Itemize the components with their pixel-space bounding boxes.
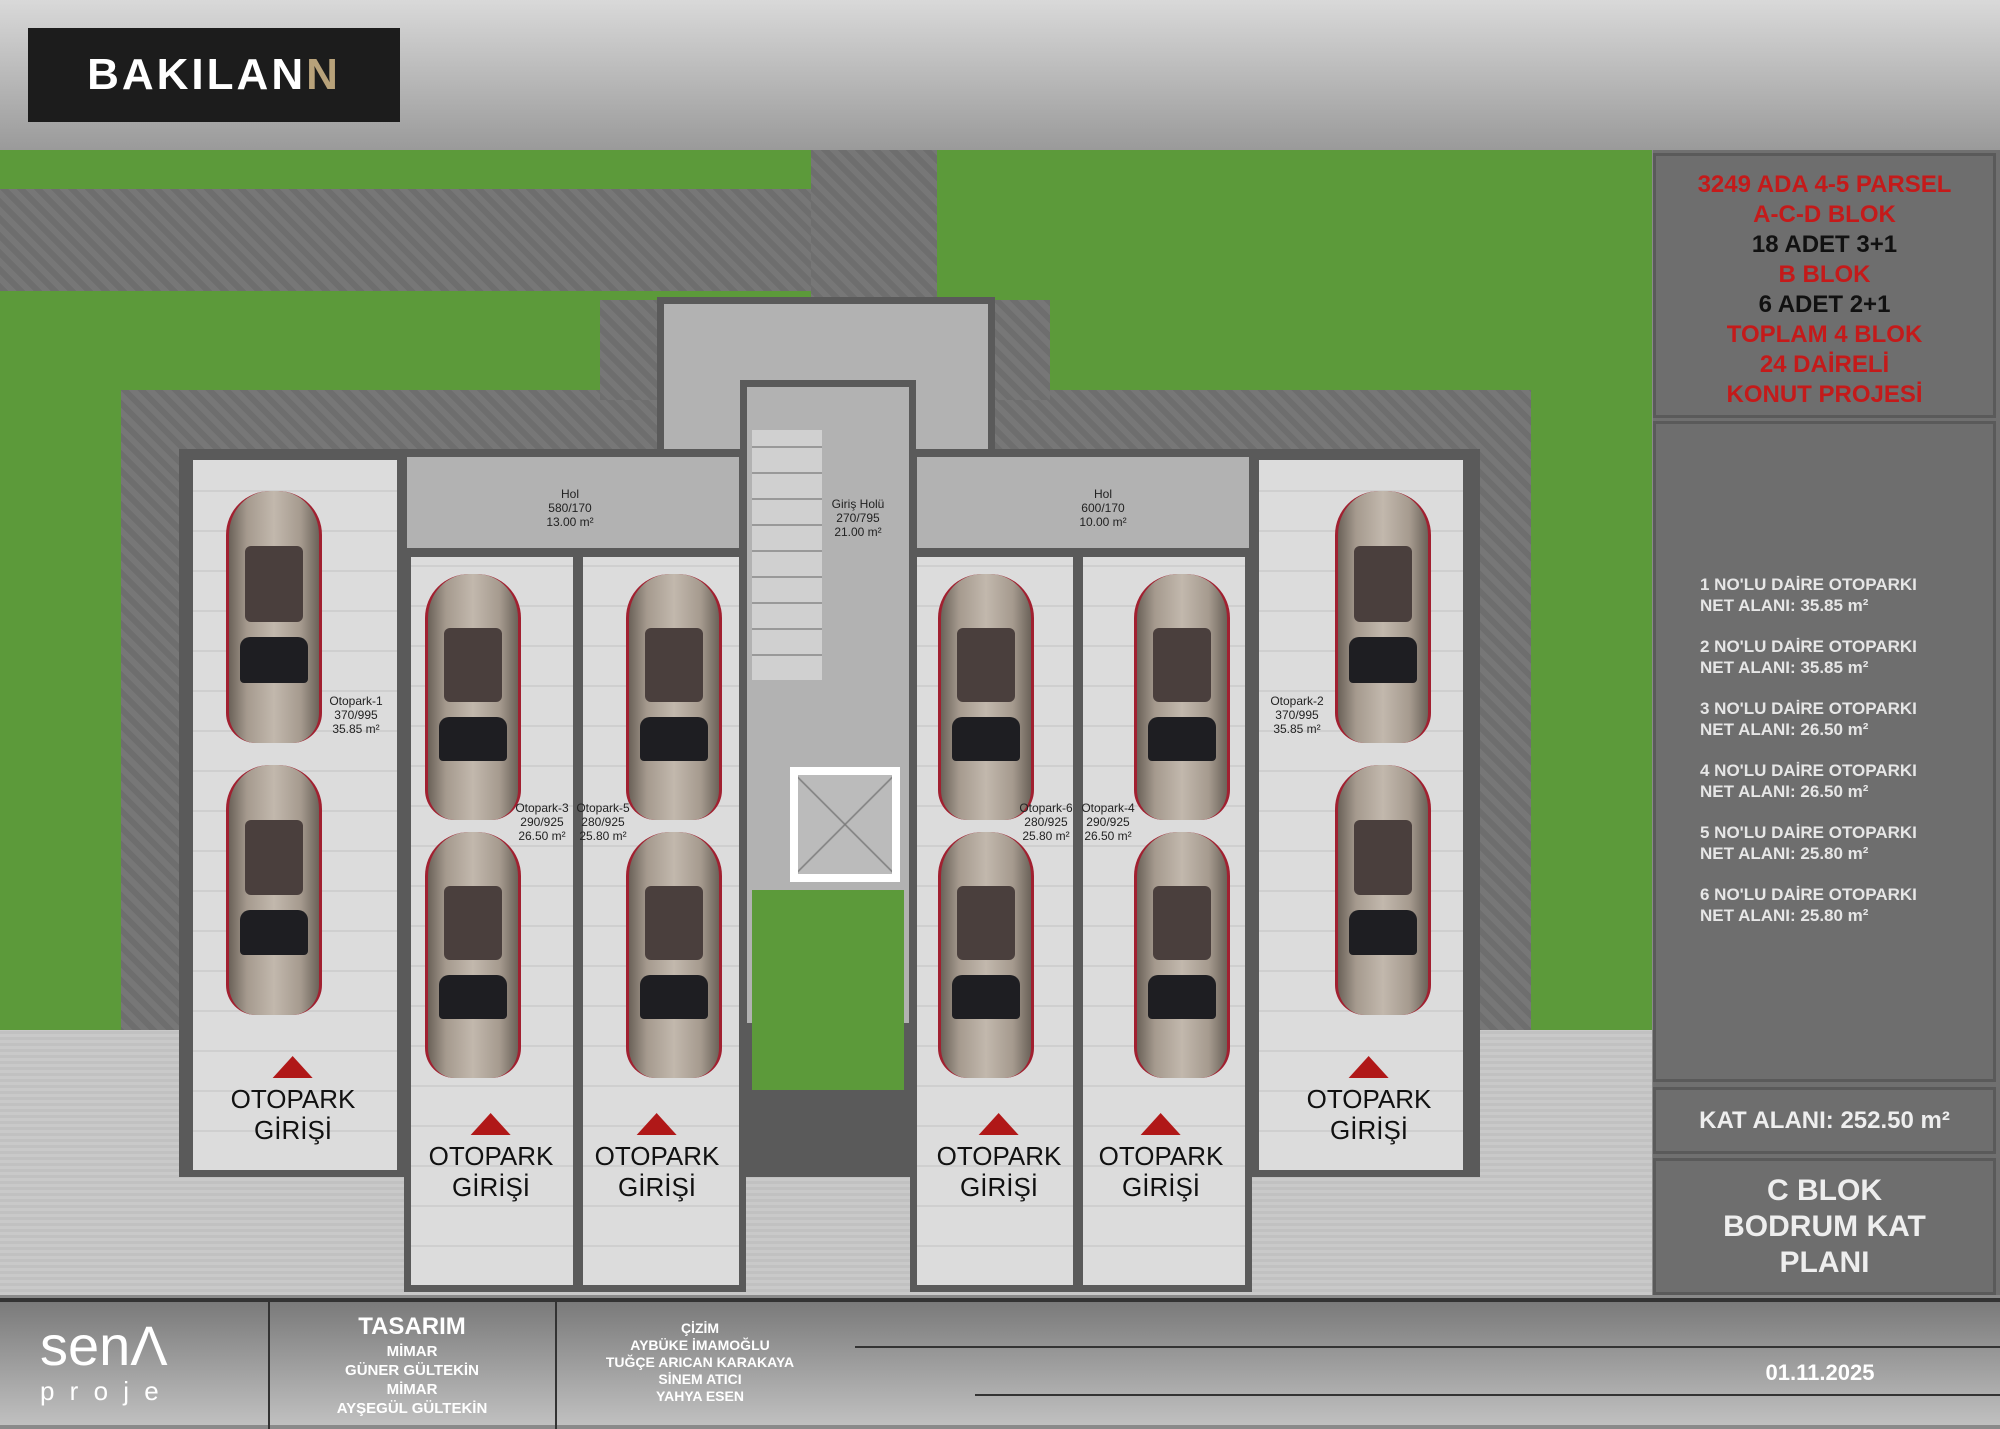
info-panel: 3249 ADA 4-5 PARSEL A-C-D BLOK 18 ADET 3…: [1653, 150, 2000, 1295]
sena-proje-logo: senΛ p r o j e: [40, 1314, 168, 1407]
logo-suffix: N: [306, 50, 341, 99]
car-icon: [1335, 765, 1431, 1015]
info-line: 18 ADET 3+1: [1751, 231, 1898, 258]
project-info: 3249 ADA 4-5 PARSEL A-C-D BLOK 18 ADET 3…: [1653, 153, 1996, 418]
info-line: 24 DAİRELİ: [1759, 351, 1890, 378]
car-icon: [425, 832, 521, 1078]
entrance-arrow-icon: [470, 1113, 511, 1135]
car-icon: [1134, 574, 1230, 820]
divider: [975, 1394, 2000, 1396]
car-icon: [425, 574, 521, 820]
car-icon: [938, 574, 1034, 820]
date: 01.11.2025: [1765, 1360, 1875, 1385]
info-line: KONUT PROJESİ: [1726, 381, 1923, 408]
info-line: TOPLAM 4 BLOK: [1726, 321, 1923, 348]
info-line: 6 ADET 2+1: [1758, 291, 1891, 318]
car-icon: [626, 832, 722, 1078]
entrance-arrow-icon: [1140, 1113, 1181, 1135]
logo-text: BAKILAN: [87, 50, 307, 99]
garden-patch: [752, 890, 904, 1090]
info-line: B BLOK: [1778, 261, 1871, 288]
entrance-arrow-icon: [272, 1056, 313, 1078]
elevator: [790, 767, 900, 882]
car-icon: [626, 574, 722, 820]
car-icon: [1134, 832, 1230, 1078]
top-path: [0, 189, 937, 291]
floor-area: KAT ALANI: 252.50 m²: [1653, 1087, 1996, 1154]
entrance-arrow-icon: [978, 1113, 1019, 1135]
divider: [855, 1346, 2000, 1348]
car-icon: [1335, 491, 1431, 743]
divider: [268, 1302, 270, 1429]
divider: [555, 1302, 557, 1429]
car-icon: [938, 832, 1034, 1078]
entrance-arrow-icon: [636, 1113, 677, 1135]
entrance-arrow-icon: [1348, 1056, 1389, 1078]
stairs: [752, 430, 822, 680]
info-line: 3249 ADA 4-5 PARSEL: [1697, 171, 1952, 198]
car-icon: [226, 491, 322, 743]
car-icon: [226, 765, 322, 1015]
info-line: A-C-D BLOK: [1753, 201, 1896, 228]
access-road: [811, 150, 937, 310]
